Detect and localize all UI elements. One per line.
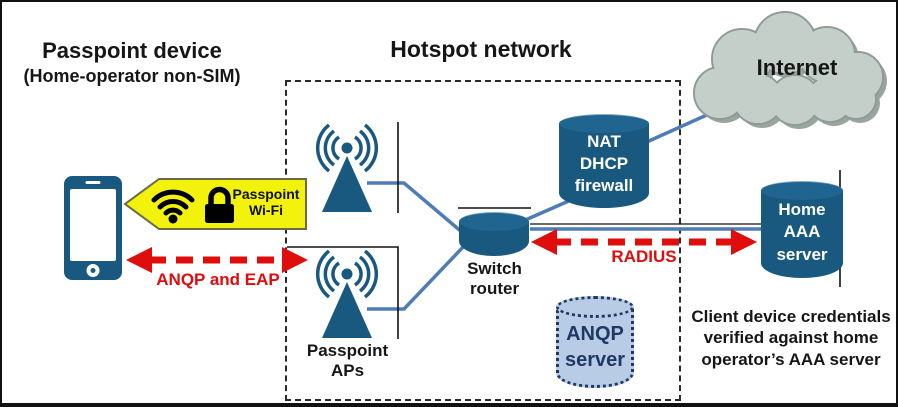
tag-label: Passpoint Wi-Fi [232, 186, 300, 219]
anqp-eap-arrow [126, 247, 308, 273]
ap2-bracket-line [287, 246, 399, 339]
switch-router-cylinder [459, 212, 529, 256]
hotspot-network-boundary [285, 80, 681, 401]
passpoint-device-subtitle: (Home-operator non-SIM) [23, 66, 241, 86]
access-point-icon-1 [315, 123, 379, 212]
internet-cloud [693, 11, 887, 129]
radius-arrow [531, 229, 757, 255]
access-point-icon-2 [315, 249, 379, 338]
wifi-icon [151, 189, 195, 224]
anqp-server-label: ANQP server [564, 323, 626, 371]
home-aaa-server-cylinder: Home AAA server [761, 181, 843, 278]
hotspot-network-title: Hotspot network [390, 36, 572, 62]
connector-nat-internet [639, 112, 710, 147]
connector-ap1-switch [367, 181, 465, 235]
anqp-eap-label: ANQP and EAP [156, 270, 280, 289]
smartphone-icon [64, 176, 122, 280]
passpoint-aps-label: Passpoint APs [306, 341, 389, 381]
lock-icon [205, 186, 234, 223]
passpoint-device-title: Passpoint device [42, 38, 222, 63]
phone-speaker [85, 181, 101, 184]
credentials-note: Client device credentials verified again… [691, 307, 891, 369]
phone-home-button [86, 264, 100, 277]
nat-dhcp-firewall-label: NAT DHCP firewall [574, 131, 634, 196]
radius-label: RADIUS [611, 247, 677, 266]
home-aaa-server-label: Home AAA server [776, 200, 828, 264]
connector-ap2-switch [367, 243, 467, 311]
switch-router-label: Switch router [467, 259, 522, 299]
internet-label: Internet [756, 55, 838, 80]
passpoint-wifi-tag: Passpoint Wi-Fi [122, 177, 308, 231]
nat-dhcp-firewall-cylinder: NAT DHCP firewall [559, 114, 649, 208]
phone-screen [70, 189, 116, 261]
anqp-server-cylinder: ANQP server [556, 296, 634, 388]
